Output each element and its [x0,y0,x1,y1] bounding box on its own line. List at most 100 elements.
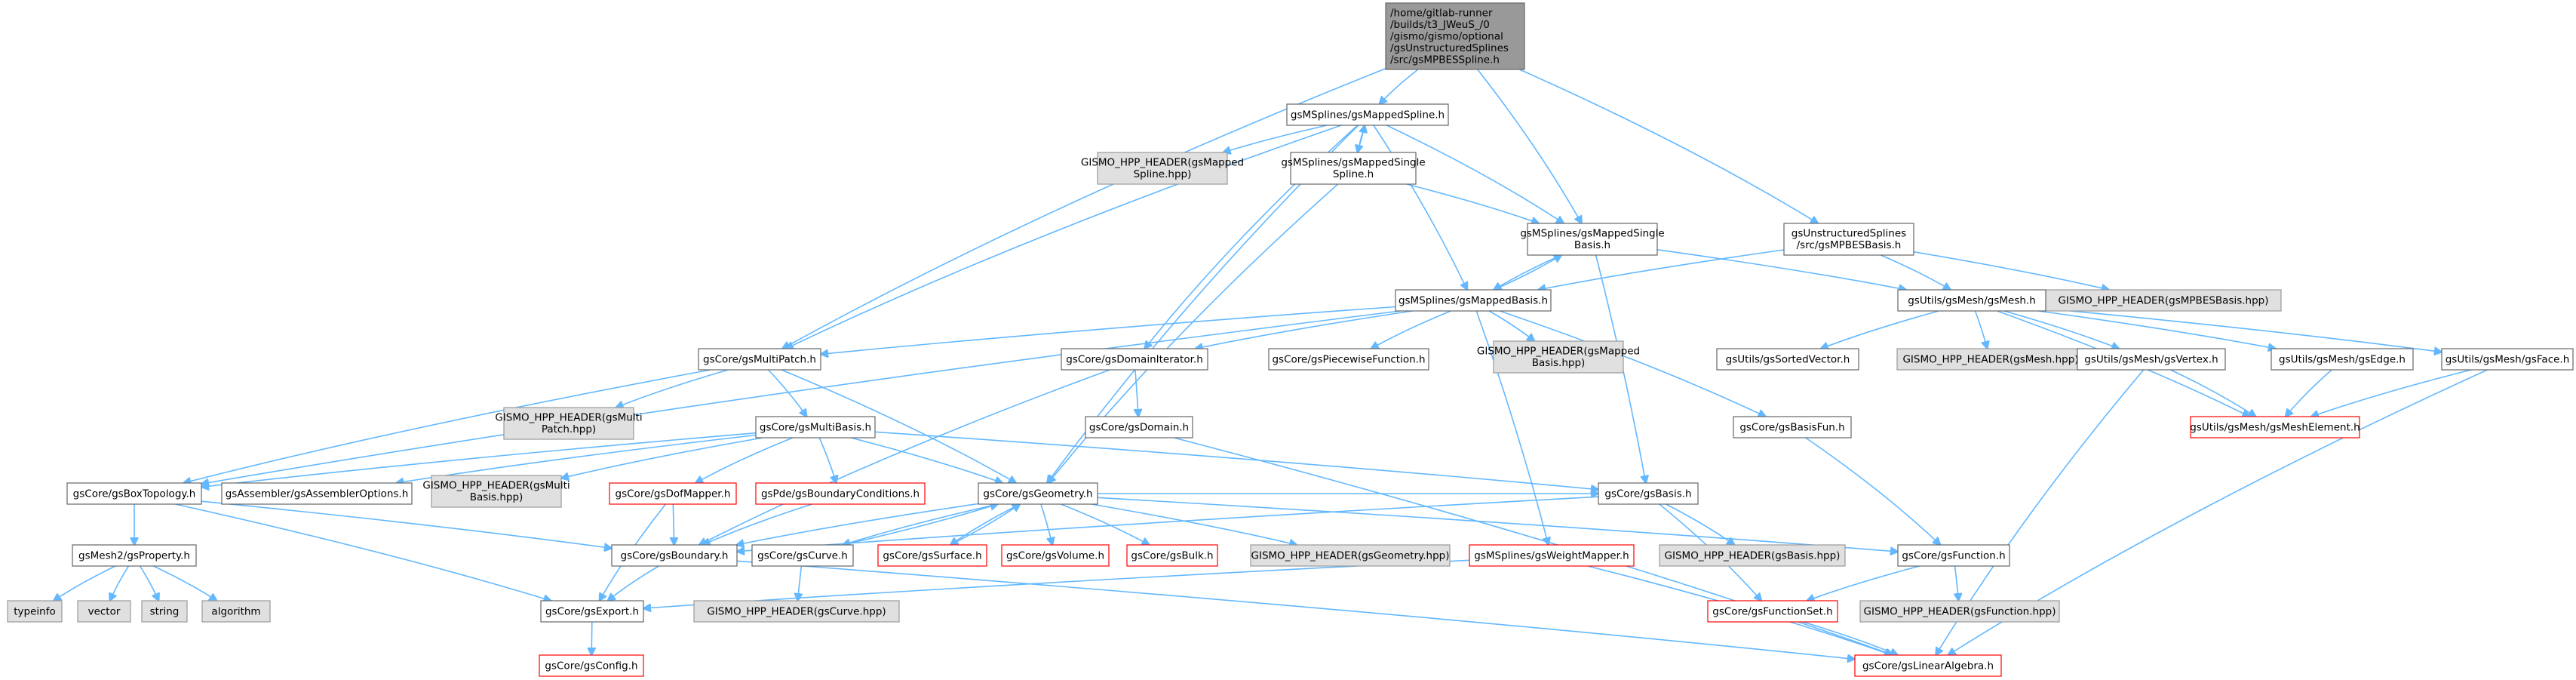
node-label-line: gsPde/gsBoundaryConditions.h [761,488,920,500]
node-bulk[interactable]: gsCore/gsBulk.h [1126,544,1218,567]
edge-geometry-to-volume [1040,503,1052,545]
node-boxTopology[interactable]: gsCore/gsBoxTopology.h [66,482,202,505]
edge-multiPatch-to-hdrMultiPatch [616,369,729,408]
node-label-line: gsMSplines/gsMappedSingle [1520,228,1664,240]
edge-gsMesh-to-gsEdge [2038,310,2276,349]
node-multiBasis[interactable]: gsCore/gsMultiBasis.h [755,416,876,438]
node-label-line: gsCore/gsSurface.h [883,549,981,562]
node-label-line: GISMO_HPP_HEADER(gsCurve.hpp) [707,605,886,617]
node-box [978,482,1098,505]
node-gsEdge[interactable]: gsUtils/gsMesh/gsEdge.h [2271,348,2414,371]
edge-geometry-to-bulk [1061,503,1149,545]
node-box [1126,544,1218,567]
node-label-line: algorithm [211,605,260,617]
node-gsProperty[interactable]: gsMesh2/gsProperty.h [72,544,197,567]
node-label-line: gsUtils/gsMesh/gsMeshElement.h [2190,421,2360,433]
node-volume[interactable]: gsCore/gsVolume.h [1001,544,1110,567]
node-geometry[interactable]: gsCore/gsGeometry.h [978,482,1098,505]
node-box [1527,223,1658,256]
node-multiPatch[interactable]: gsCore/gsMultiPatch.h [698,348,821,371]
node-box [2190,416,2360,438]
node-root[interactable]: /home/gitlab-runner/builds/t3_JWeuS_/0/g… [1385,2,1525,70]
node-box [1598,482,1699,505]
node-hdrMesh: GISMO_HPP_HEADER(gsMesh.hpp) [1896,348,2085,371]
node-boundary[interactable]: gsCore/gsBoundary.h [611,544,738,567]
node-hdrBasis: GISMO_HPP_HEADER(gsBasis.hpp) [1659,544,1846,567]
node-box [66,482,202,505]
node-gsVertex[interactable]: gsUtils/gsMesh/gsVertex.h [2077,348,2226,371]
node-dofMapper[interactable]: gsCore/gsDofMapper.h [609,482,737,505]
node-label-line: Spline.hpp) [1134,168,1192,180]
node-label-line: /gsUnstructuredSplines [1390,42,1509,54]
node-box [1395,289,1552,312]
edge-gsProperty-to-vector [110,565,130,601]
node-box [611,544,738,567]
edge-functionSet-to-linearAlgebra [1802,621,1898,655]
node-surface[interactable]: gsCore/gsSurface.h [877,544,987,567]
node-piecewiseFunction[interactable]: gsCore/gsPiecewiseFunction.h [1268,348,1429,371]
node-box [1268,348,1429,371]
node-label-line: gsMSplines/gsMappedSpline.h [1291,109,1445,121]
edge-gsProperty-to-algorithm [153,565,217,601]
node-boundaryConditions[interactable]: gsPde/gsBoundaryConditions.h [755,482,926,505]
edge-gsMesh-to-sortedVector [1821,310,1939,349]
node-mappedBasis[interactable]: gsMSplines/gsMappedBasis.h [1395,289,1552,312]
node-gsFace[interactable]: gsUtils/gsMesh/gsFace.h [2441,348,2574,371]
node-label-line: gsCore/gsBasisFun.h [1739,421,1844,433]
node-box [693,600,900,623]
node-box [1897,289,2046,312]
node-linearAlgebra[interactable]: gsCore/gsLinearAlgebra.h [1854,654,2002,677]
node-assemblerOptions[interactable]: gsAssembler/gsAssemblerOptions.h [221,482,413,505]
node-gsConfig[interactable]: gsCore/gsConfig.h [539,654,644,677]
node-function[interactable]: gsCore/gsFunction.h [1897,544,2010,567]
node-box [1001,544,1110,567]
edge-mappedSingleBasis-to-gsMesh [1656,249,1906,290]
edge-mpbesBasis-to-hdrMPBESBasis [1913,251,2109,290]
edge-mappedBasis-to-basisFun [1499,310,1766,417]
node-label-line: GISMO_HPP_HEADER(gsMulti [495,412,642,424]
node-curve[interactable]: gsCore/gsCurve.h [751,544,854,567]
edge-gsProperty-to-typeinfo [54,565,116,601]
node-label-line: gsCore/gsBoxTopology.h [73,488,196,500]
node-box [1897,544,2010,567]
node-label-line: GISMO_HPP_HEADER(gsMapped [1081,157,1244,169]
edge-mappedSpline-to-mappedBasis [1373,125,1467,290]
node-label-line: gsMSplines/gsWeightMapper.h [1474,549,1629,562]
node-meshElement[interactable]: gsUtils/gsMesh/gsMeshElement.h [2190,416,2360,438]
node-basis[interactable]: gsCore/gsBasis.h [1598,482,1699,505]
node-gsExport[interactable]: gsCore/gsExport.h [540,600,644,623]
node-box [1854,654,2002,677]
node-box [1707,600,1838,623]
node-label-line: vector [88,605,121,617]
edge-mappedSingleSpline-to-geometry [1049,183,1339,483]
node-gsMesh[interactable]: gsUtils/gsMesh/gsMesh.h [1897,289,2046,312]
node-hdrFunction: GISMO_HPP_HEADER(gsFunction.hpp) [1859,600,2060,623]
node-box [2077,348,2226,371]
edge-gsMesh-to-hdrMesh [1974,310,1987,349]
node-box [698,348,821,371]
node-domainIterator[interactable]: gsCore/gsDomainIterator.h [1061,348,1208,371]
node-label-line: gsCore/gsBoundary.h [621,549,729,562]
edge-geometry-to-curve [843,503,998,545]
node-box [1783,223,1914,256]
node-basisFun[interactable]: gsCore/gsBasisFun.h [1733,416,1852,438]
edge-basisFun-to-function [1805,437,1941,545]
node-label-line: /home/gitlab-runner [1390,7,1493,19]
node-weightMapper[interactable]: gsMSplines/gsWeightMapper.h [1469,544,1635,567]
node-label-line: GISMO_HPP_HEADER(gsFunction.hpp) [1864,605,2056,617]
node-box [221,482,413,505]
edge-geometry-to-boundary [736,503,979,545]
node-mappedSpline[interactable]: gsMSplines/gsMappedSpline.h [1286,103,1449,126]
node-gsDomain[interactable]: gsCore/gsDomain.h [1085,416,1193,438]
node-box [7,600,63,623]
node-box [877,544,987,567]
node-label-line: gsCore/gsVolume.h [1006,549,1104,562]
edge-mpbesBasis-to-gsMesh [1880,254,1951,290]
node-sortedVector[interactable]: gsUtils/gsSortedVector.h [1716,348,1859,371]
node-functionSet[interactable]: gsCore/gsFunctionSet.h [1707,600,1838,623]
edge-gsProperty-to-string [139,565,159,601]
node-mpbesBasis[interactable]: gsUnstructuredSplines/src/gsMPBESBasis.h [1783,223,1914,256]
edge-mappedBasis-to-domainIterator [1196,310,1413,349]
